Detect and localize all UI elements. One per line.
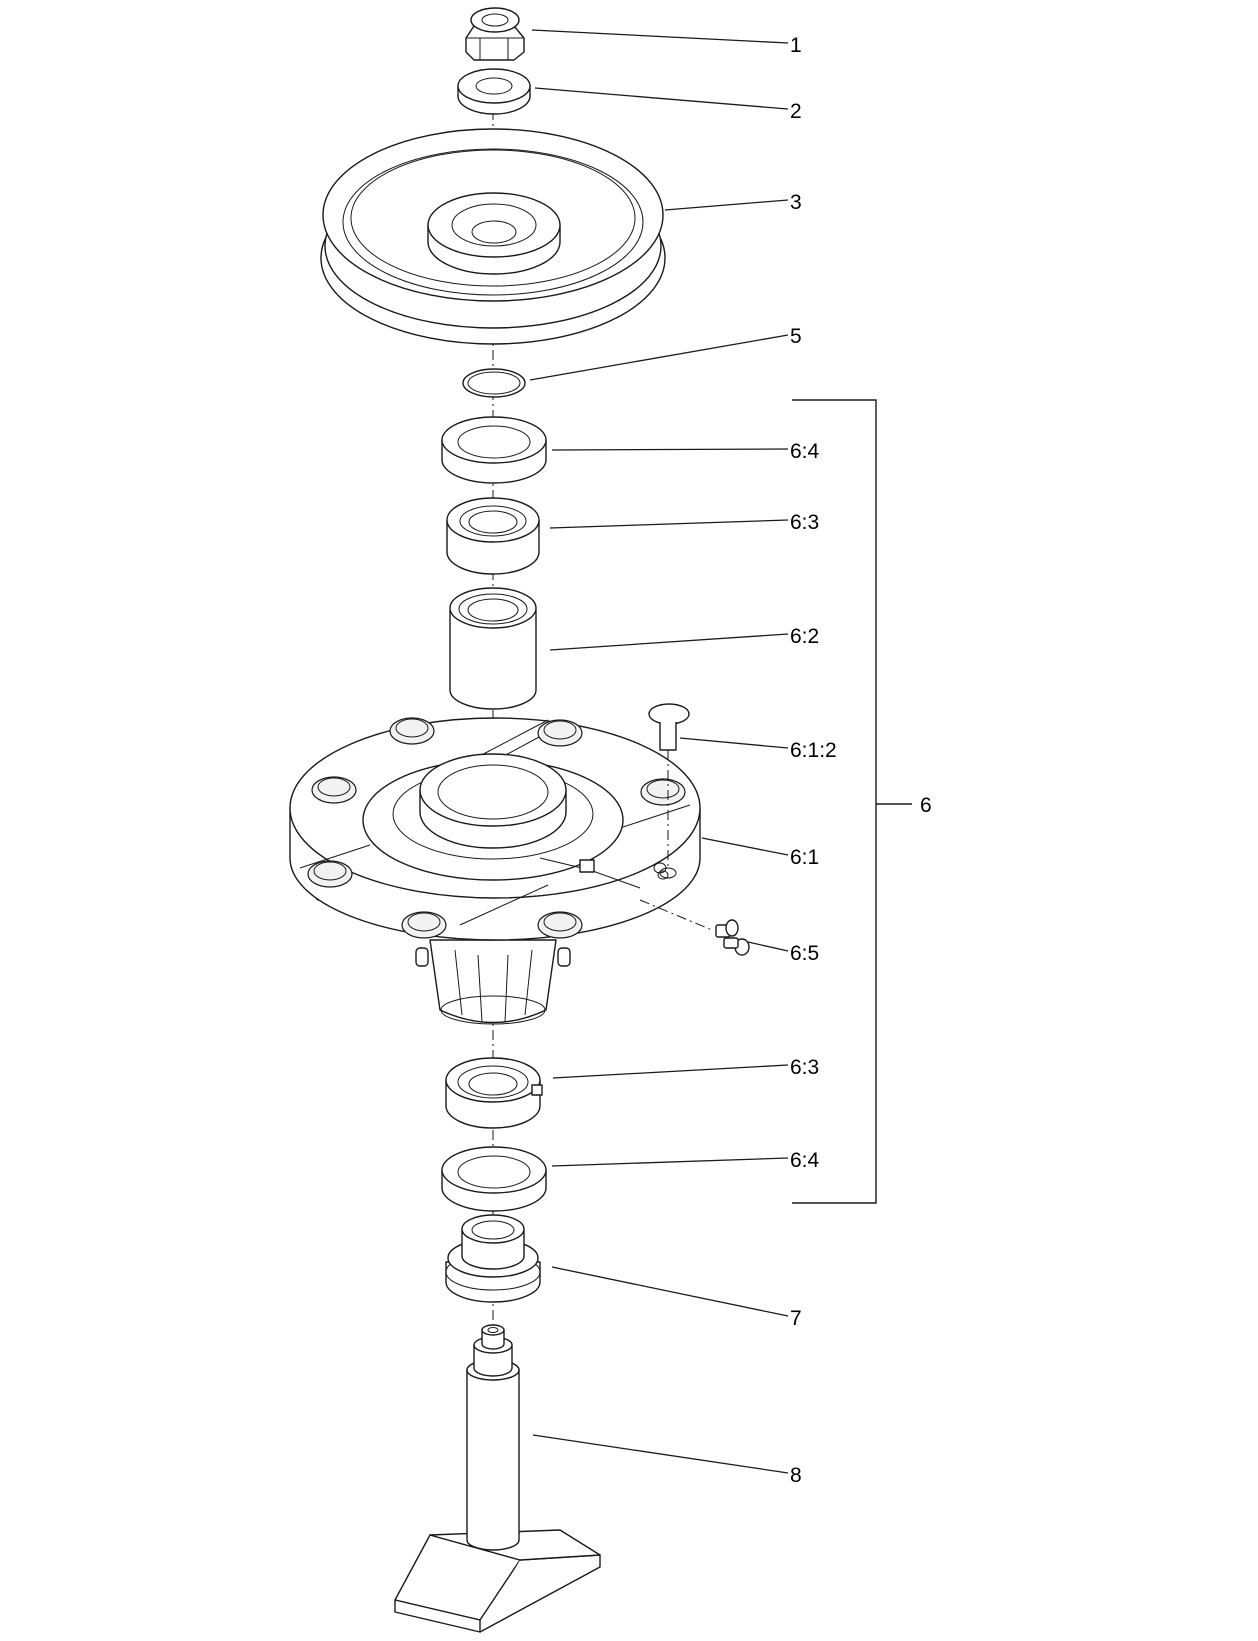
callout-6-4-top: 6:4 <box>790 440 820 463</box>
callout-6: 6 <box>920 794 932 817</box>
leader-3 <box>664 199 789 211</box>
part-spindle-housing <box>289 717 701 1025</box>
part-spindle-shaft <box>394 1324 601 1633</box>
leader-6-1 <box>701 837 789 856</box>
leader-6-3-top <box>549 519 789 529</box>
part-bearing-bottom <box>445 1057 543 1129</box>
callout-6-4-bottom: 6:4 <box>790 1149 820 1172</box>
part-retaining-ring <box>462 368 526 398</box>
part-pulley <box>320 128 666 345</box>
leader-5 <box>529 334 789 381</box>
part-collar-seal <box>445 1214 541 1303</box>
leader-6-5 <box>747 941 789 952</box>
part-seal-top <box>441 416 547 484</box>
callout-6-3-top: 6:3 <box>790 511 819 534</box>
callout-5: 5 <box>790 325 802 348</box>
leader-2 <box>534 87 789 110</box>
callout-3: 3 <box>790 191 802 214</box>
callout-6-5: 6:5 <box>790 942 819 965</box>
callout-6-1-2: 6:1:2 <box>790 739 837 762</box>
group-6-bracket <box>792 399 877 1204</box>
part-grease-fitting <box>639 899 750 956</box>
leader-6-2 <box>549 633 789 651</box>
leader-7 <box>551 1266 789 1317</box>
leader-6-4-top <box>551 448 789 451</box>
callout-6-3-bottom: 6:3 <box>790 1056 819 1079</box>
callout-6-2: 6:2 <box>790 625 819 648</box>
callout-7: 7 <box>790 1307 802 1330</box>
leader-6-1-2 <box>679 737 789 749</box>
leader-8 <box>532 1434 789 1474</box>
callout-8: 8 <box>790 1464 802 1487</box>
callout-1: 1 <box>790 34 802 57</box>
leader-6-4-bottom <box>551 1157 789 1167</box>
leader-1 <box>531 29 789 44</box>
part-stud <box>648 703 690 879</box>
callout-6-1: 6:1 <box>790 846 819 869</box>
part-bearing-top <box>446 497 540 575</box>
part-washer <box>457 68 531 115</box>
leader-6-3-bottom <box>552 1064 789 1079</box>
part-hex-nut <box>465 7 525 61</box>
part-spacer <box>449 587 537 710</box>
part-seal-bottom <box>441 1146 547 1212</box>
callout-2: 2 <box>790 100 802 123</box>
